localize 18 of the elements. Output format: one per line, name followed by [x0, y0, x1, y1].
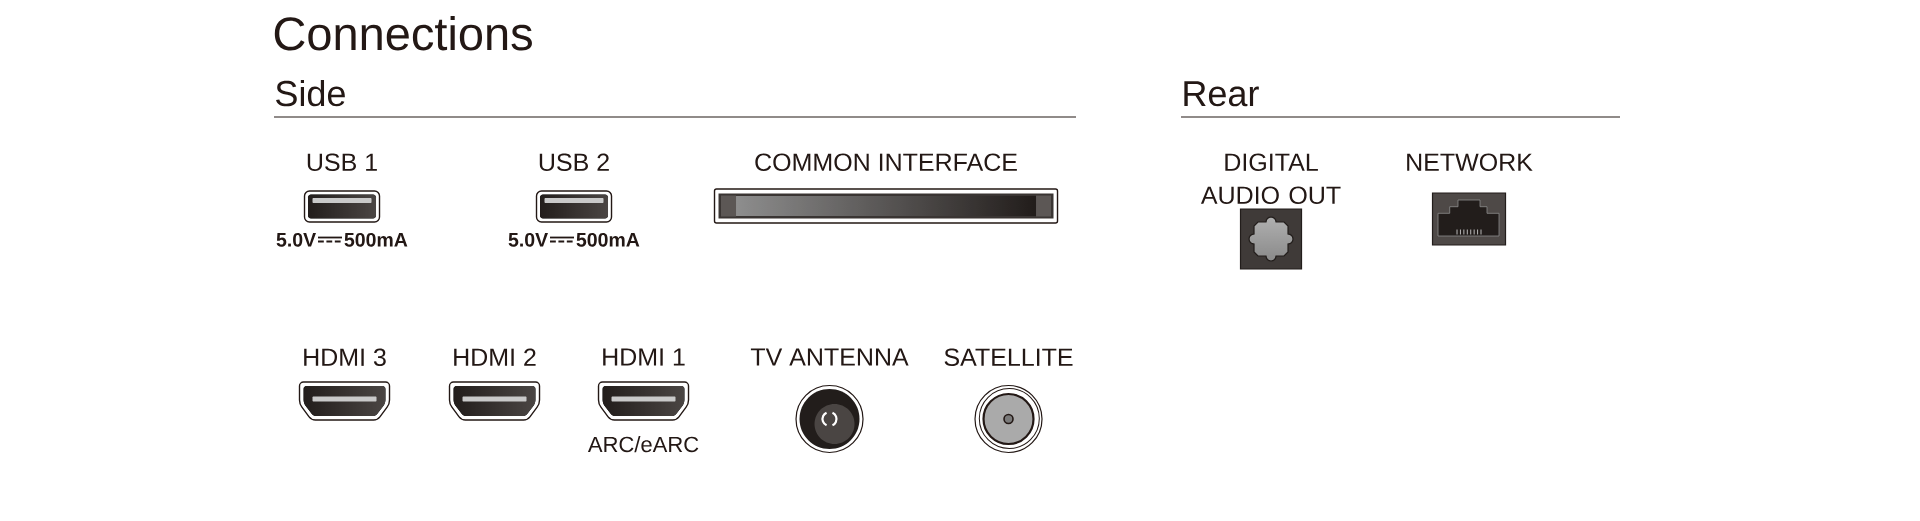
- section-heading: Rear: [1184, 81, 1259, 107]
- port-label: HDMI 3: [304, 348, 386, 367]
- port-label: USB 2: [539, 153, 609, 172]
- power-rating-label: 5.0V: [276, 232, 316, 247]
- section-heading: Side: [276, 79, 345, 107]
- power-rating-label: 500mA: [344, 232, 408, 247]
- port-label: HDMI 2: [454, 348, 536, 366]
- port-label: HDMI 1: [603, 348, 685, 366]
- port-note: ARC/eARC: [587, 436, 699, 453]
- title: Connections: [274, 15, 532, 51]
- port-label: COMMON INTERFACE: [755, 153, 1017, 172]
- port-label: USB 1: [307, 153, 377, 172]
- power-rating-label: 500mA: [576, 232, 640, 247]
- power-rating-label: 5.0V: [508, 232, 548, 247]
- port-label: NETWORK: [1407, 153, 1533, 172]
- port-label: DIGITAL AUDIO OUT: [1200, 153, 1341, 205]
- port-label: SATELLITE: [944, 348, 1073, 367]
- port-label: TV ANTENNA: [750, 348, 909, 366]
